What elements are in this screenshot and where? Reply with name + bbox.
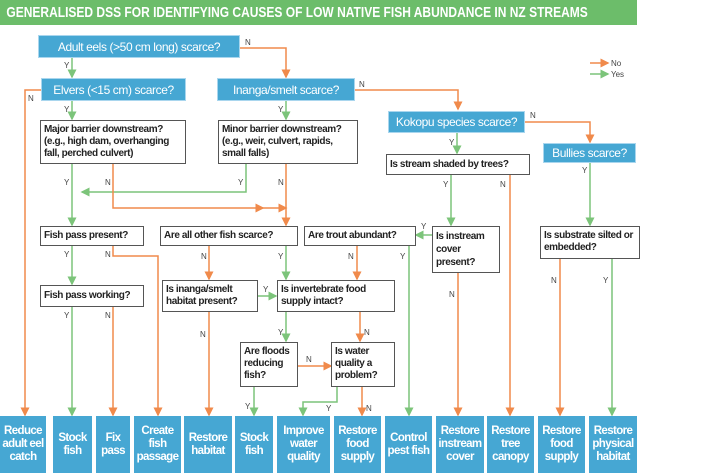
all-other-fish-question: Are all other fish scarce? — [160, 226, 298, 246]
elvers-question: Elvers (<15 cm) scarce? — [41, 78, 186, 101]
no-label: N — [306, 355, 312, 364]
arrow-no — [525, 121, 595, 144]
yes-label: Y — [603, 276, 609, 285]
no-label: N — [278, 178, 284, 187]
arrow-no — [112, 164, 265, 213]
page-title: GENERALISED DSS FOR IDENTIFYING CAUSES O… — [6, 4, 588, 21]
action-restore-instream-cover: Restore instream cover — [436, 416, 484, 473]
yes-label: Y — [64, 61, 70, 70]
yes-label: Y — [64, 311, 70, 320]
no-label: N — [359, 80, 365, 89]
no-label: N — [105, 250, 111, 259]
yes-label: Y — [278, 328, 284, 337]
trout-question: Are trout abundant? — [304, 226, 416, 246]
action-restore-food-supply: Restore food supply — [334, 416, 381, 473]
water-quality-question: Is water quality a problem? — [331, 342, 395, 387]
yes-label: Y — [582, 166, 588, 175]
yes-label: Y — [245, 402, 251, 411]
no-label: N — [551, 276, 557, 285]
action-restore-food-supply-2: Restore food supply — [538, 416, 585, 473]
floods-question: Are floods reducing fish? — [240, 342, 298, 387]
yes-label: Y — [278, 105, 284, 114]
yes-label: Y — [64, 250, 70, 259]
inanga-habitat-question: Is inanga/smelt habitat present? — [162, 280, 258, 312]
fish-pass-present-question: Fish pass present? — [40, 226, 144, 246]
arrow-no — [112, 246, 163, 417]
arrow-no — [240, 47, 291, 79]
no-label: N — [105, 178, 111, 187]
no-label: N — [449, 290, 455, 299]
arrow-yes — [298, 387, 338, 417]
instream-cover-question: Is instream cover present? — [432, 226, 500, 273]
no-label: N — [105, 311, 111, 320]
header-bar: GENERALISED DSS FOR IDENTIFYING CAUSES O… — [0, 0, 637, 25]
yes-label: Y — [421, 222, 427, 231]
kokopu-question: Kokopu species scarce? — [388, 111, 525, 133]
fish-pass-working-question: Fish pass working? — [40, 285, 144, 307]
no-label: N — [530, 111, 536, 120]
no-label: N — [366, 404, 372, 413]
action-stock-fish: Stock fish — [53, 416, 92, 473]
bullies-question: Bullies scarce? — [543, 143, 636, 163]
arrow-yes — [80, 164, 247, 197]
action-stock-fish-2: Stock fish — [235, 416, 273, 473]
legend-no: No — [611, 59, 622, 68]
yes-label: Y — [64, 178, 70, 187]
action-reduce-eel-catch: Reduce adult eel catch — [0, 416, 46, 473]
action-fix-pass: Fix pass — [96, 416, 130, 473]
no-label: N — [500, 180, 506, 189]
yes-label: Y — [238, 178, 244, 187]
action-improve-water-quality: Improve water quality — [277, 416, 330, 473]
invertebrate-question: Is invertebrate food supply intact? — [277, 280, 395, 312]
arrow-no — [20, 89, 41, 417]
no-label: N — [348, 252, 354, 261]
minor-barrier-question: Minor barrier downstream? (e.g., weir, c… — [218, 120, 358, 164]
action-restore-physical-habitat: Restore physical habitat — [589, 416, 637, 473]
legend-yes: Yes — [611, 70, 625, 79]
shaded-question: Is stream shaded by trees? — [386, 154, 530, 175]
action-restore-tree-canopy: Restore tree canopy — [487, 416, 534, 473]
yes-label: Y — [449, 138, 455, 147]
no-label: N — [201, 252, 207, 261]
no-label: N — [245, 38, 251, 47]
arrow-no — [355, 89, 463, 111]
action-create-fish-passage: Create fish passage — [134, 416, 181, 473]
adult-eels-question: Adult eels (>50 cm long) scarce? — [38, 35, 240, 58]
substrate-question: Is substrate silted or embedded? — [540, 226, 640, 259]
inanga-question: Inanga/smelt scarce? — [217, 78, 355, 101]
action-restore-habitat: Restore habitat — [184, 416, 232, 473]
yes-label: Y — [278, 252, 284, 261]
major-barrier-question: Major barrier downstream? (e.g., high da… — [40, 120, 186, 164]
yes-label: Y — [263, 285, 269, 294]
no-label: N — [200, 330, 206, 339]
yes-label: Y — [64, 105, 70, 114]
yes-label: Y — [326, 404, 332, 413]
yes-label: Y — [443, 180, 449, 189]
action-control-pest-fish: Control pest fish — [385, 416, 432, 473]
yes-label: Y — [400, 252, 406, 261]
no-label: N — [28, 94, 34, 103]
no-label: N — [364, 328, 370, 337]
